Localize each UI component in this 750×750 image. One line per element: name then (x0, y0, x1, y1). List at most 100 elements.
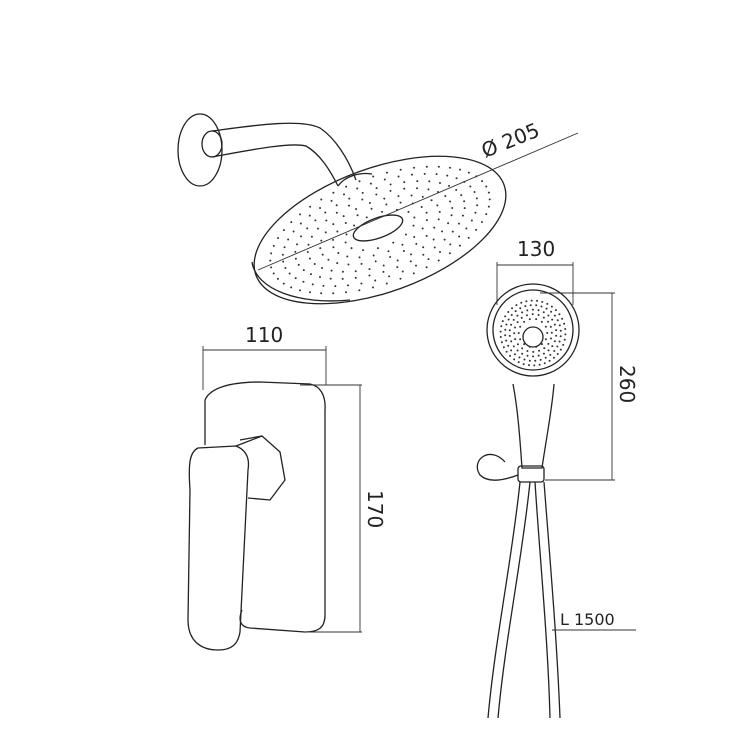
nozzle-dot (277, 237, 280, 240)
nozzle-dot (545, 307, 548, 310)
nozzle-dot (516, 321, 519, 324)
nozzle-dot (513, 353, 516, 356)
nozzle-dot (332, 238, 335, 241)
nozzle-dot (397, 195, 400, 198)
nozzle-dot (481, 180, 484, 183)
mixer-width-label: 110 (245, 323, 283, 347)
nozzle-dot (319, 207, 322, 210)
nozzle-dot (437, 259, 440, 262)
nozzle-dot (526, 349, 529, 352)
nozzle-dot (535, 318, 538, 321)
nozzle-dot (504, 328, 507, 331)
nozzle-dot (388, 275, 391, 278)
nozzle-dot (423, 172, 426, 175)
nozzle-dot (553, 314, 556, 317)
nozzle-dot (361, 198, 364, 201)
nozzle-dot (500, 341, 503, 344)
hand-shower-face (492, 289, 574, 371)
nozzle-dot (336, 230, 339, 233)
nozzle-dot (553, 323, 556, 326)
nozzle-dot (510, 313, 513, 316)
nozzle-dot (292, 230, 295, 233)
nozzle-dot (564, 328, 567, 331)
nozzle-dot (344, 222, 347, 225)
nozzle-dot (425, 165, 428, 168)
nozzle-dot (299, 222, 302, 225)
nozzle-dot (510, 349, 513, 352)
nozzle-dot (375, 193, 378, 196)
nozzle-dot (358, 256, 361, 259)
nozzle-dot (299, 213, 302, 216)
mixer-valve: 110 170 (187, 323, 387, 651)
nozzle-dot (382, 270, 385, 273)
nozzle-dot (298, 289, 301, 292)
nozzle-dot (548, 359, 551, 362)
nozzle-dot (343, 193, 346, 196)
nozzle-dot (329, 277, 332, 280)
nozzle-dot (547, 314, 550, 317)
nozzle-dot (538, 363, 541, 366)
nozzle-dot (461, 214, 464, 217)
nozzle-dot (412, 224, 415, 227)
nozzle-dot (559, 335, 562, 338)
wall-holder (476, 453, 519, 481)
nozzle-dot (463, 207, 466, 210)
nozzle-dot (527, 364, 530, 367)
nozzle-dot (321, 267, 324, 270)
nozzle-dot (487, 205, 490, 208)
hose-length-label: L 1500 (560, 610, 615, 629)
nozzle-dot (354, 276, 357, 279)
nozzle-dot (458, 244, 461, 247)
nozzle-dot (537, 314, 540, 317)
nozzle-dot (284, 266, 287, 269)
nozzle-dot (272, 272, 275, 275)
nozzle-dot (309, 205, 312, 208)
nozzle-dot (316, 227, 319, 230)
hand-shower-width-label: 130 (517, 237, 555, 261)
nozzle-dot (290, 221, 293, 224)
nozzle-dot (487, 191, 490, 194)
nozzle-dot (510, 340, 513, 343)
hand-shower: 130 260 L 1500 (476, 237, 639, 719)
nozzle-dot (345, 185, 348, 188)
nozzle-dot (564, 333, 567, 336)
nozzle-dot (550, 331, 553, 334)
nozzle-dot (334, 285, 337, 288)
nozzle-dot (473, 191, 476, 194)
nozzle-dot (321, 253, 324, 256)
nozzle-dot (553, 340, 556, 343)
nozzle-dot (287, 238, 290, 241)
nozzle-dot (505, 339, 508, 342)
nozzle-dot (513, 332, 516, 335)
shower-head-center (352, 214, 404, 242)
hand-shower-length-label: 260 (615, 365, 639, 403)
nozzle-dot (518, 356, 521, 359)
shower-arm-top (211, 122, 357, 181)
nozzle-dot (409, 260, 412, 263)
nozzle-dot (552, 356, 555, 359)
nozzle-dot (561, 317, 564, 320)
flange-inner (201, 130, 223, 158)
nozzle-dot (562, 343, 565, 346)
nozzle-dot (270, 266, 273, 269)
nozzle-dot (372, 175, 375, 178)
nozzle-dot (322, 284, 325, 287)
nozzle-dot (459, 168, 462, 171)
nozzle-dot (500, 325, 503, 328)
nozzle-dot (475, 197, 478, 200)
nozzle-dot (558, 340, 561, 343)
nozzle-dot (508, 329, 511, 332)
nozzle-dot (449, 243, 452, 246)
nozzle-dot (530, 299, 533, 302)
nozzle-dot (537, 354, 540, 357)
nozzle-dot (526, 354, 529, 357)
nozzle-dot (382, 264, 385, 267)
nozzle-dot (407, 210, 410, 213)
nozzle-dot (389, 189, 392, 192)
nozzle-dot (282, 229, 285, 232)
nozzle-dot (397, 175, 400, 178)
nozzle-dot (514, 310, 517, 313)
nozzle-dot (302, 280, 305, 283)
nozzle-dot (515, 304, 518, 307)
